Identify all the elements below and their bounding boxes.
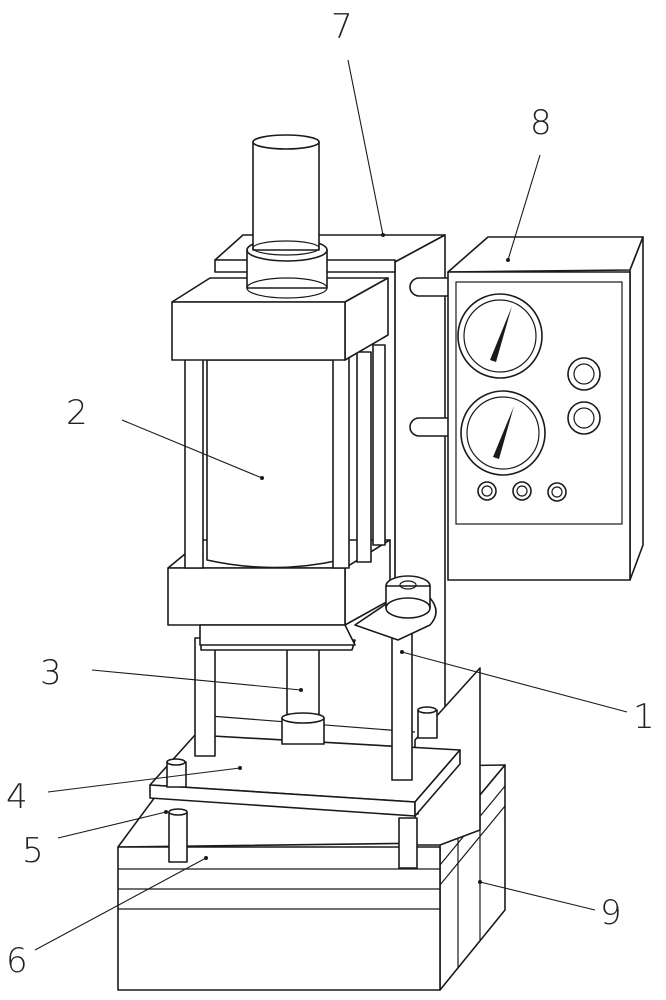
label-3: 3 [40,653,62,693]
label-2: 2 [66,393,88,433]
label-6: 6 [6,941,28,981]
top-crosshead [171,277,389,361]
movable-platen [149,734,461,817]
cylinder-body [184,344,386,569]
label-8: 8 [530,103,552,143]
button-row [477,481,567,502]
label-1: 1 [633,697,655,737]
label-7: 7 [331,7,353,47]
pressure-gauge-upper [457,293,543,379]
pressure-gauge-lower [460,390,546,476]
leader-lines [34,59,628,951]
label-9: 9 [600,893,622,933]
control-box [447,236,644,581]
control-knob-lower [567,401,601,435]
ram [281,642,325,745]
cylinder-head [246,134,328,299]
control-knob-upper [567,357,601,391]
connecting-pipes [409,277,457,437]
label-5: 5 [22,831,44,871]
label-4: 4 [6,777,28,817]
